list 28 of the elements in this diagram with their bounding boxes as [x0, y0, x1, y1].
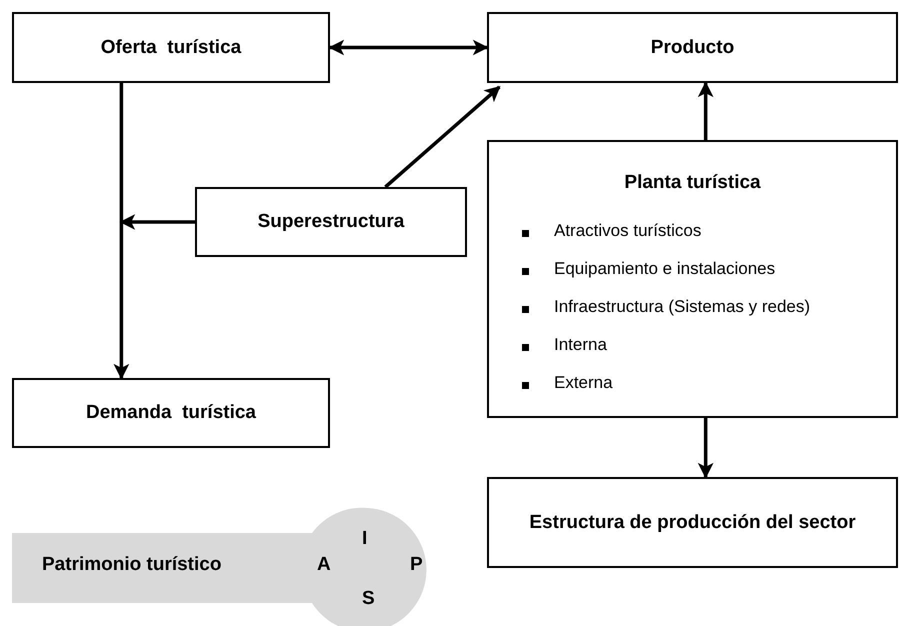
arrow [119, 214, 195, 230]
process-box [487, 12, 898, 83]
process-box [487, 477, 898, 568]
list-item: Interna [554, 335, 607, 355]
arrow [328, 40, 489, 56]
process-box [195, 187, 467, 257]
box-label: Estructura de producción del sector [528, 512, 857, 534]
process-box [12, 12, 330, 83]
list-item: Externa [554, 373, 613, 393]
band-label: Patrimonio turístico [42, 554, 222, 576]
box-label: Superestructura [256, 211, 406, 233]
list-item: Infraestructura (Sistemas y redes) [554, 297, 810, 317]
letter-label: S [362, 588, 375, 610]
arrow [114, 83, 130, 380]
process-box [12, 378, 330, 448]
arrow [698, 81, 714, 140]
box-heading: Planta turística [623, 172, 762, 194]
letter-label: A [317, 554, 331, 576]
process-box [487, 140, 898, 418]
letter-label: I [362, 528, 368, 550]
arrow [698, 418, 714, 479]
letter-label: P [410, 554, 423, 576]
arrow [384, 86, 501, 188]
list-item: Atractivos turísticos [554, 221, 702, 241]
box-label: Demanda turística [85, 402, 257, 424]
box-label: Oferta turística [100, 36, 242, 58]
list-item: Equipamiento e instalaciones [554, 259, 776, 279]
box-label: Producto [650, 36, 736, 58]
